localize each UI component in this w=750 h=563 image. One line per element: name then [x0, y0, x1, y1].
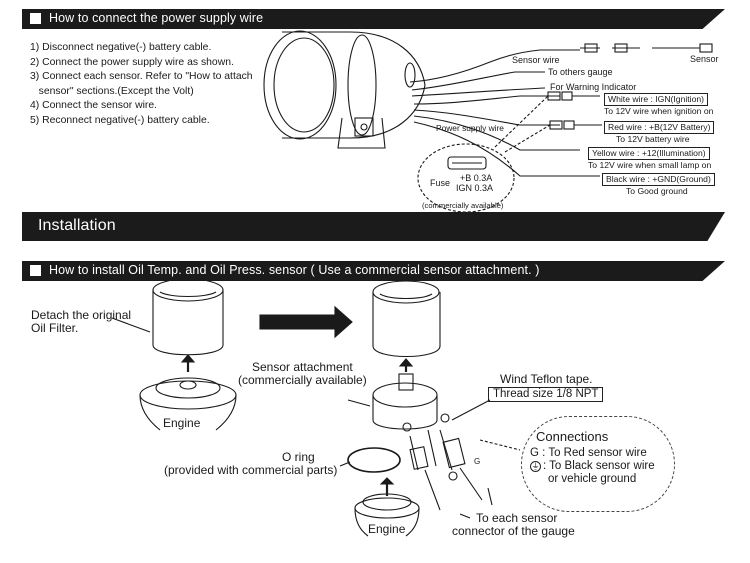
step-item: 2) Connect the power supply wire as show… — [30, 56, 234, 68]
sensor-attachment-label: Sensor attachment — [252, 360, 353, 374]
sensor-label: Sensor — [690, 54, 719, 64]
thread-size-box: Thread size 1/8 NPT — [488, 387, 604, 402]
black-wire-note: To Good ground — [626, 186, 688, 196]
connection-ground-2: or vehicle ground — [548, 473, 637, 485]
fuse-ign-rating: IGN 0.3A — [456, 183, 494, 193]
installation-header: Installation — [22, 212, 725, 241]
power-supply-title: How to connect the power supply wire — [49, 11, 264, 25]
warning-wire — [411, 87, 546, 97]
engine-bottom-label: Engine — [368, 522, 406, 536]
black-wire-box: Black wire : +GND(Ground) — [602, 173, 715, 186]
teflon-tape-label: Wind Teflon tape. — [500, 372, 593, 386]
step-item: sensor" sections.(Except the Volt) — [30, 85, 194, 97]
o-ring-icon — [347, 447, 401, 473]
to-each-sensor-label-2: connector of the gauge — [452, 524, 575, 538]
instruction-steps: 1) Disconnect negative(-) battery cable.… — [30, 41, 253, 129]
step-item: 1) Disconnect negative(-) battery cable. — [30, 42, 212, 53]
power-supply-wire-label: Power supply wire — [436, 123, 504, 133]
connections-title: Connections — [536, 429, 609, 444]
others-gauge-label: To others gauge — [548, 67, 613, 77]
gauge-front-icon — [263, 30, 350, 140]
red-wire-note: To 12V battery wire — [616, 134, 690, 144]
step-item: 4) Connect the sensor wire. — [30, 100, 158, 112]
oil-sensor-title: How to install Oil Temp. and Oil Press. … — [49, 263, 540, 277]
to-each-sensor-label: To each sensor — [476, 511, 558, 525]
engine-label: Engine — [163, 416, 201, 430]
step-item: 3) Connect each sensor. Refer to "How to… — [30, 71, 253, 83]
bullet-square-icon — [30, 265, 41, 276]
detach-filter-label-2: Oil Filter. — [31, 321, 79, 335]
connection-ground-text: : To Black sensor wire — [543, 460, 655, 472]
sensor-attachment-icon — [372, 373, 450, 432]
sensor-attachment-label-2: (commercially available) — [238, 373, 367, 387]
arrow-right-icon — [259, 305, 353, 339]
engine-bottom-icon — [354, 493, 420, 537]
o-ring-label: O ring — [282, 450, 315, 464]
oil-filter-left-icon — [152, 278, 224, 356]
o-ring-label-2: (provided with commercial parts) — [164, 463, 338, 477]
installation-title: Installation — [38, 217, 116, 234]
sensor-wire-line — [409, 49, 580, 83]
connection-ground: ⏚: To Black sensor wire — [530, 459, 655, 473]
sensor-probe-icon — [439, 429, 493, 506]
bullet-square-icon — [30, 13, 41, 24]
engine-left-icon — [139, 377, 237, 431]
fuse-b-rating: +B 0.3A — [460, 173, 493, 183]
step-item: 5) Reconnect negative(-) battery cable. — [30, 114, 210, 126]
yellow-wire-note: To 12V wire when small lamp on — [588, 160, 712, 170]
white-wire-note: To 12V wire when ignition on — [604, 106, 714, 116]
g-terminal-mark: G — [474, 457, 481, 466]
oil-filter-right-icon — [372, 280, 441, 358]
sensor-probe-icon — [409, 429, 441, 511]
ground-symbol-icon: ⏚ — [530, 461, 541, 472]
sensor-wire-label: Sensor wire — [512, 55, 560, 65]
fuse-label: Fuse — [430, 178, 451, 188]
oil-sensor-header: How to install Oil Temp. and Oil Press. … — [22, 261, 725, 281]
connection-g: G : To Red sensor wire — [530, 447, 647, 459]
white-wire-box: White wire : IGN(Ignition) — [604, 93, 708, 106]
detach-filter-label: Detach the original — [31, 308, 132, 322]
connections-callout — [521, 416, 675, 512]
yellow-wire-box: Yellow wire : +12(Illumination) — [588, 147, 710, 160]
others-gauge-wire — [411, 71, 545, 91]
power-supply-header: How to connect the power supply wire — [22, 9, 725, 29]
commercially-available-label: (commercially available) — [422, 201, 504, 210]
red-wire-box: Red wire : +B(12V Battery) — [604, 121, 715, 134]
fuse-icon — [447, 156, 487, 170]
warning-indicator-label: For Warning Indicator — [550, 82, 637, 92]
gauge-body-icon — [337, 31, 426, 149]
